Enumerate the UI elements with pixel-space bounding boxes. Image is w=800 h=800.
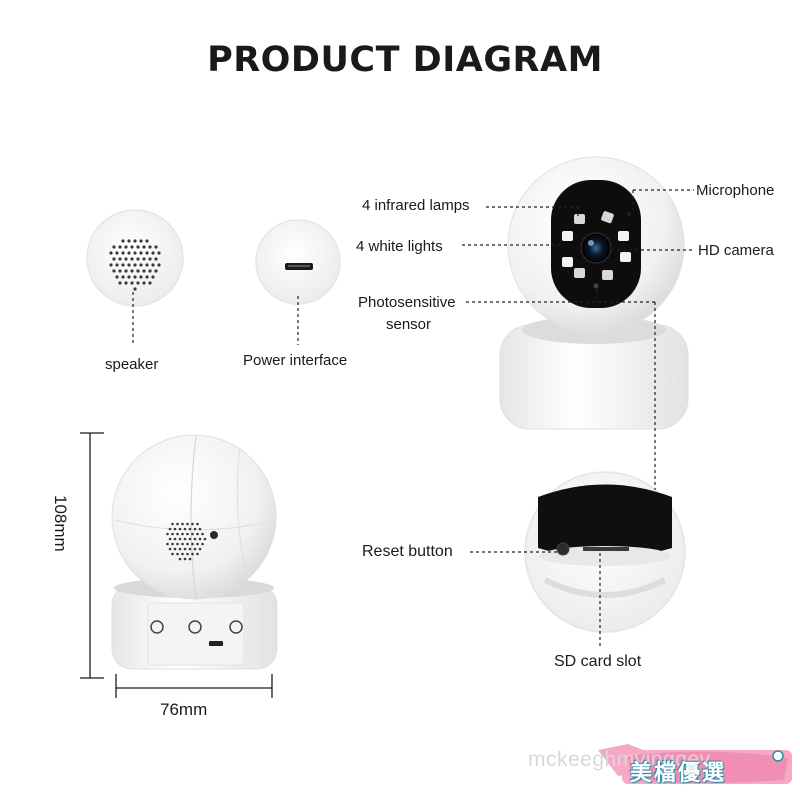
photosensitive-label-line1: Photosensitive: [358, 294, 456, 311]
camera-front-view: [499, 156, 689, 430]
height-dimension-label: 108mm: [51, 495, 70, 552]
power-interface-label: Power interface: [243, 352, 348, 369]
reset-button-icon: [556, 542, 570, 556]
hd-lens-icon: [580, 232, 612, 264]
led-ring: [562, 211, 631, 280]
bottom-detail: [524, 471, 686, 633]
speaker-label: speaker: [105, 356, 159, 373]
hd-camera-label: HD camera: [698, 242, 774, 259]
speaker-grille-icon: [109, 239, 161, 291]
photosensitive-label-line2: sensor: [386, 316, 432, 333]
watermark-badge-text: 美檔優選: [630, 761, 727, 786]
microphone-label: Microphone: [696, 182, 775, 199]
infrared-lamps-label: 4 infrared lamps: [362, 197, 470, 214]
rear-speaker-grille-icon: [166, 522, 207, 561]
rear-usb-icon: [209, 641, 223, 646]
watermark-badge: [598, 744, 792, 784]
power-interface-detail: [255, 219, 341, 305]
page-title: PRODUCT DIAGRAM: [207, 40, 603, 80]
camera-rear-view: [111, 434, 278, 670]
white-lights-label: 4 white lights: [356, 238, 443, 255]
reset-button-label: Reset button: [362, 543, 453, 560]
sd-card-slot-label: SD card slot: [554, 653, 642, 670]
callout-lines: [462, 189, 694, 648]
microphone-icon: [627, 212, 631, 216]
photosensor-icon: [593, 283, 599, 289]
speaker-detail: [86, 209, 184, 307]
width-dimension-label: 76mm: [160, 700, 208, 719]
sd-slot-icon: [583, 547, 629, 551]
dimension-lines: [80, 432, 273, 698]
rear-indicator-icon: [210, 531, 218, 539]
watermark-text: mckeeghmvinggev: [528, 748, 711, 771]
